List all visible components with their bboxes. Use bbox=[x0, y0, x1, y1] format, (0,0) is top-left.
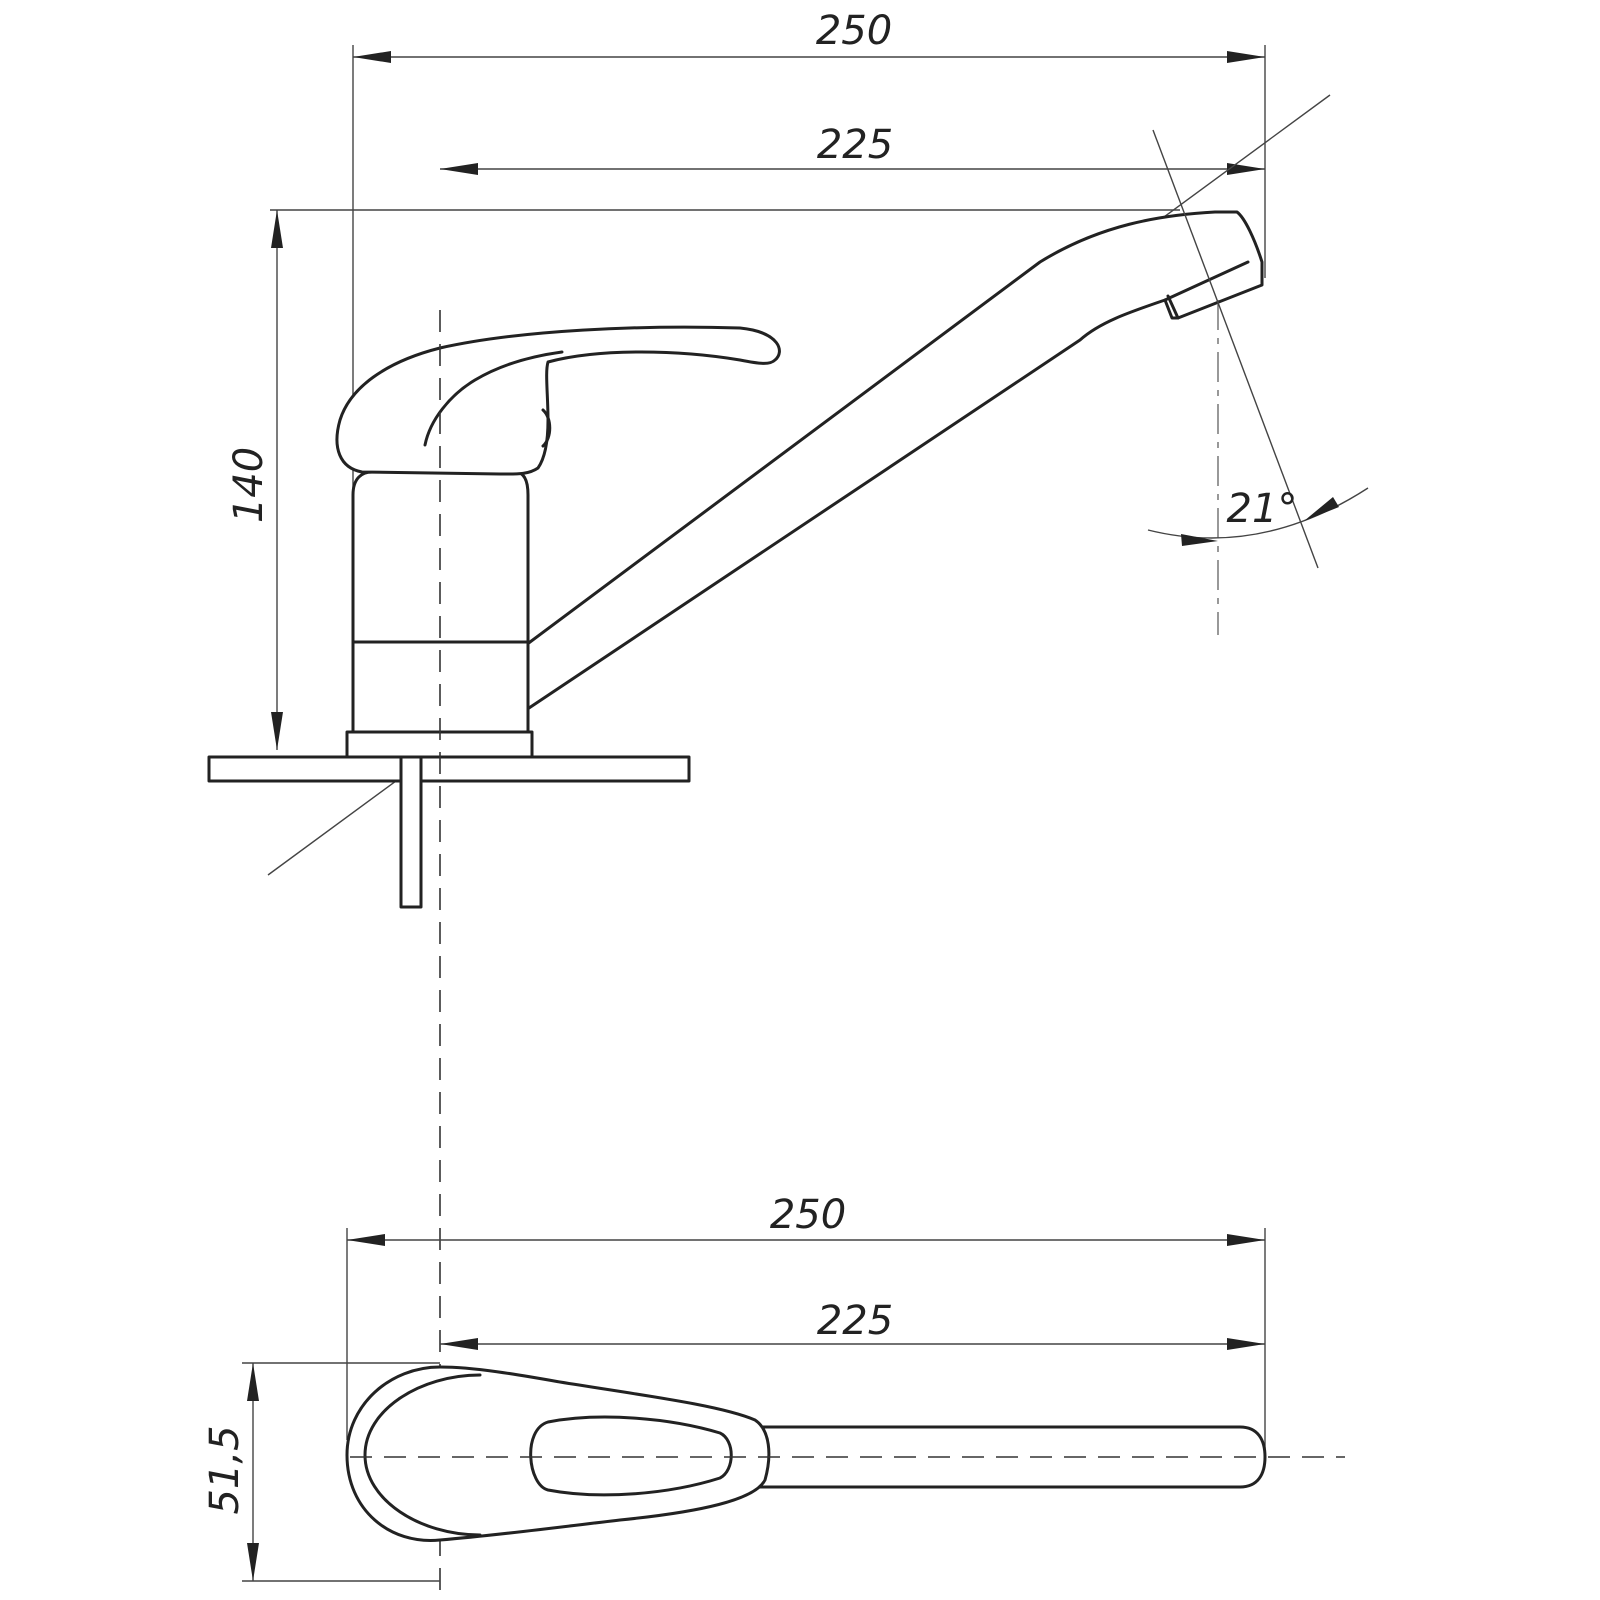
lever-handle-detail-2 bbox=[541, 408, 552, 448]
spout-aerator-line-2 bbox=[1166, 294, 1180, 320]
dimension-spout-reach-top: 225 bbox=[440, 1298, 1265, 1350]
dimension-overall-length: 250 bbox=[353, 8, 1265, 63]
dimension-label-250-top: 250 bbox=[770, 1192, 846, 1238]
lever-handle-detail bbox=[423, 350, 564, 447]
spout-aerator-line bbox=[1163, 260, 1250, 302]
dimension-label-140: 140 bbox=[226, 447, 272, 523]
supply-pipe bbox=[399, 755, 423, 909]
dimension-label-225-top: 225 bbox=[817, 1298, 893, 1344]
front-view: 250 225 140 bbox=[207, 8, 1369, 1600]
outlet-inclined-axis bbox=[1152, 129, 1319, 569]
dimension-height: 140 bbox=[226, 210, 283, 750]
spout bbox=[524, 210, 1264, 712]
dimension-label-angle: 21° bbox=[1227, 486, 1298, 532]
top-view: 250 225 51,5 bbox=[202, 1192, 1345, 1582]
deck-plate bbox=[207, 755, 691, 783]
dimension-label-515: 51,5 bbox=[202, 1425, 248, 1514]
lever-grip-top bbox=[529, 1415, 733, 1497]
dimension-label-250-front: 250 bbox=[816, 8, 892, 54]
angle-arc bbox=[1147, 487, 1369, 539]
angle-arrow-left bbox=[1181, 534, 1218, 546]
lever-handle bbox=[335, 325, 781, 476]
mixer-body-top-ring bbox=[363, 1373, 482, 1537]
dimension-depth: 51,5 bbox=[202, 1363, 259, 1581]
dimension-label-225-front: 225 bbox=[817, 122, 893, 168]
angle-arrow-right bbox=[1304, 497, 1339, 521]
dimension-overall-length-top: 250 bbox=[347, 1192, 1265, 1246]
dimension-spout-reach: 225 bbox=[440, 122, 1265, 175]
